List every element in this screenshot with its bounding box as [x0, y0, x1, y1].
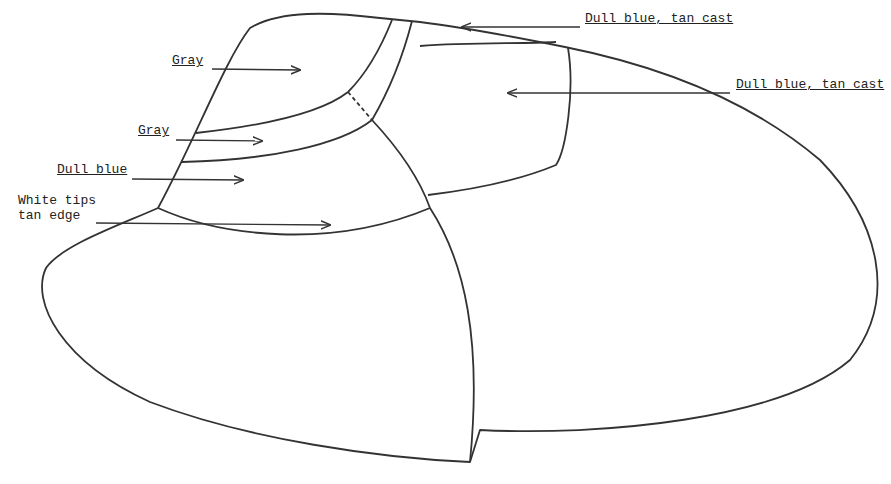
color-label: Dull blue, tan cast	[585, 11, 733, 26]
cap-line	[420, 42, 556, 46]
color-label: Gray	[138, 123, 169, 138]
band-line	[348, 92, 372, 120]
band-line	[158, 208, 430, 235]
lobe-edge	[430, 208, 474, 462]
color-label: White tips tan edge	[18, 193, 104, 223]
band-line	[196, 92, 348, 133]
apex-line	[372, 21, 412, 120]
leader-line	[462, 26, 580, 27]
leader-line	[508, 92, 730, 93]
color-label: Dull blue, tan cast	[736, 77, 884, 92]
leader-line	[132, 179, 243, 180]
region-line	[428, 48, 570, 195]
color-label: Gray	[172, 53, 203, 68]
color-label: Dull blue	[57, 162, 127, 177]
band-line	[372, 120, 430, 208]
leader-line	[96, 223, 330, 225]
leader-line	[176, 140, 262, 141]
leader-line	[212, 69, 300, 70]
apex-line	[348, 20, 392, 92]
